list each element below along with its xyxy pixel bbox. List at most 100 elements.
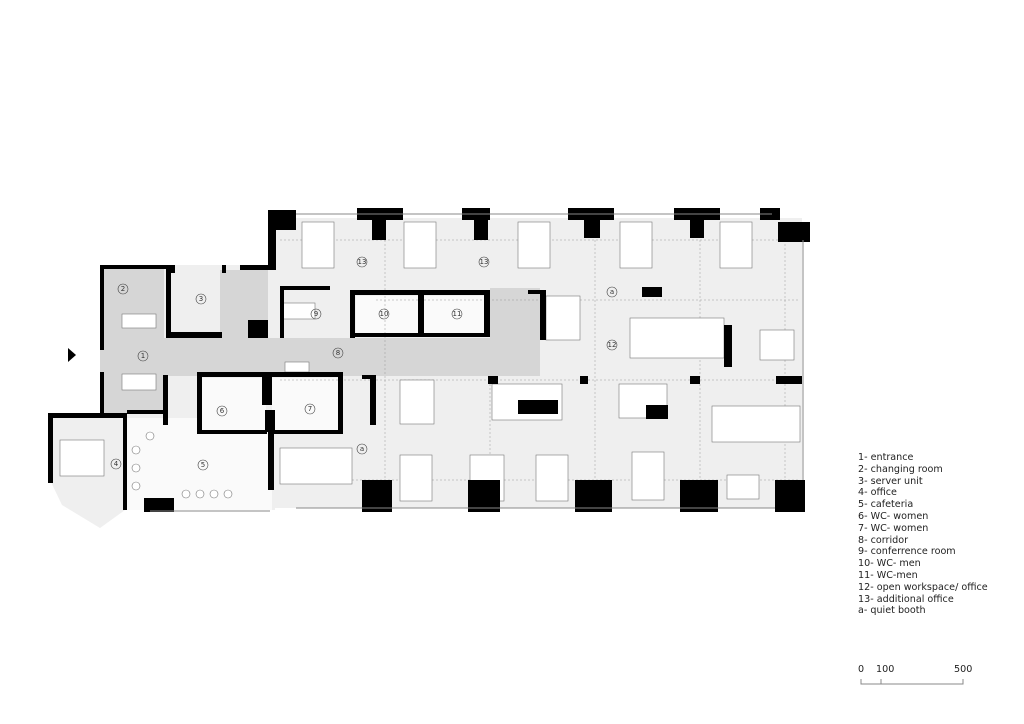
wall — [488, 376, 498, 384]
room-marker-10: 10 — [380, 310, 389, 318]
desk — [121, 313, 157, 329]
corridor — [100, 268, 540, 413]
room-marker-circle — [378, 308, 390, 320]
walls — [48, 208, 810, 512]
room-marker-13: 13 — [358, 258, 367, 266]
wall — [518, 400, 558, 414]
legend-item: 1- entrance — [858, 452, 914, 463]
furniture — [59, 221, 801, 502]
legend-item: 5- cafeteria — [858, 499, 914, 511]
desk — [711, 405, 801, 443]
wall — [690, 208, 704, 238]
scale-bar: 0 100 500 — [856, 664, 976, 694]
wall — [680, 480, 718, 512]
wall — [468, 480, 500, 512]
stool — [195, 489, 205, 499]
wall — [540, 290, 546, 340]
stool — [145, 431, 155, 441]
scale-label-100: 100 — [876, 664, 895, 675]
wall — [350, 333, 490, 337]
room-marker-6: 6 — [220, 407, 225, 415]
wall — [271, 430, 341, 434]
legend-item: 13- additional office — [858, 593, 954, 605]
room-marker-circle — [117, 283, 129, 295]
desk — [619, 221, 653, 269]
wall — [362, 375, 374, 379]
wall — [268, 420, 274, 490]
wall — [350, 290, 355, 338]
wall — [474, 208, 488, 240]
wall — [268, 210, 276, 270]
room-marker-13: 13 — [480, 258, 489, 266]
wall — [222, 265, 226, 273]
floor-wc-11 — [424, 296, 486, 336]
wall — [100, 265, 104, 350]
desk — [759, 329, 795, 361]
floor-wc-10 — [356, 296, 418, 336]
stool — [181, 489, 191, 499]
scale-bar-graphic — [860, 679, 964, 685]
wall — [240, 265, 268, 270]
room-marker-circle — [332, 347, 344, 359]
wall — [197, 430, 267, 434]
wall — [575, 480, 612, 512]
legend-item: 7- WC- women — [858, 522, 929, 534]
wall — [166, 332, 222, 338]
desk — [279, 447, 353, 485]
legend-item: 9- conferrence room — [858, 546, 956, 558]
legend-item: 3- server unit — [858, 475, 923, 487]
desk — [629, 317, 725, 359]
room-marker-a: a — [610, 288, 614, 296]
stool — [209, 489, 219, 499]
stool — [131, 463, 141, 473]
corridor-main — [100, 338, 540, 376]
room-marker-3: 3 — [199, 295, 203, 303]
room-marker-circle — [478, 256, 490, 268]
wall — [775, 480, 805, 512]
wall — [280, 286, 284, 338]
room-marker-circle — [606, 286, 618, 298]
wall — [642, 287, 662, 297]
scale-label-500: 500 — [954, 664, 973, 675]
wall — [584, 208, 600, 238]
room-marker-circle — [137, 350, 149, 362]
room-marker-circle — [606, 339, 618, 351]
wall — [778, 222, 810, 242]
room-marker-8: 8 — [336, 349, 340, 357]
room-marker-circle — [195, 293, 207, 305]
room-marker-1: 1 — [141, 352, 145, 360]
wall — [123, 413, 127, 510]
room-marker-circle — [197, 459, 209, 471]
room-marker-4: 4 — [114, 460, 119, 468]
room-marker-circle — [216, 405, 228, 417]
wall — [484, 290, 490, 336]
legend-item: 10- WC- men — [858, 558, 921, 570]
desk — [631, 451, 665, 501]
wall — [724, 325, 732, 367]
wall — [127, 410, 163, 414]
room-marker-circle — [356, 443, 368, 455]
room-marker-12: 12 — [608, 341, 617, 349]
wall — [418, 290, 424, 336]
wall — [646, 405, 668, 419]
desk — [719, 221, 753, 269]
entrance-arrow-icon — [68, 348, 76, 362]
room-marker-9: 9 — [314, 310, 318, 318]
room-marker-circle — [110, 458, 122, 470]
wall — [197, 375, 202, 433]
room-marker-circle — [304, 403, 316, 415]
room-marker-circle — [451, 308, 463, 320]
wall — [338, 372, 343, 434]
room-marker-5: 5 — [201, 461, 205, 469]
legend-item: 12- open workspace/ office — [858, 581, 988, 593]
legend-item: 2- changing room — [858, 463, 943, 475]
wall — [100, 265, 170, 269]
wall — [48, 413, 53, 483]
wall — [166, 265, 171, 337]
wall — [528, 290, 546, 294]
desk — [545, 295, 581, 341]
wall — [280, 286, 330, 290]
desk — [121, 373, 157, 391]
